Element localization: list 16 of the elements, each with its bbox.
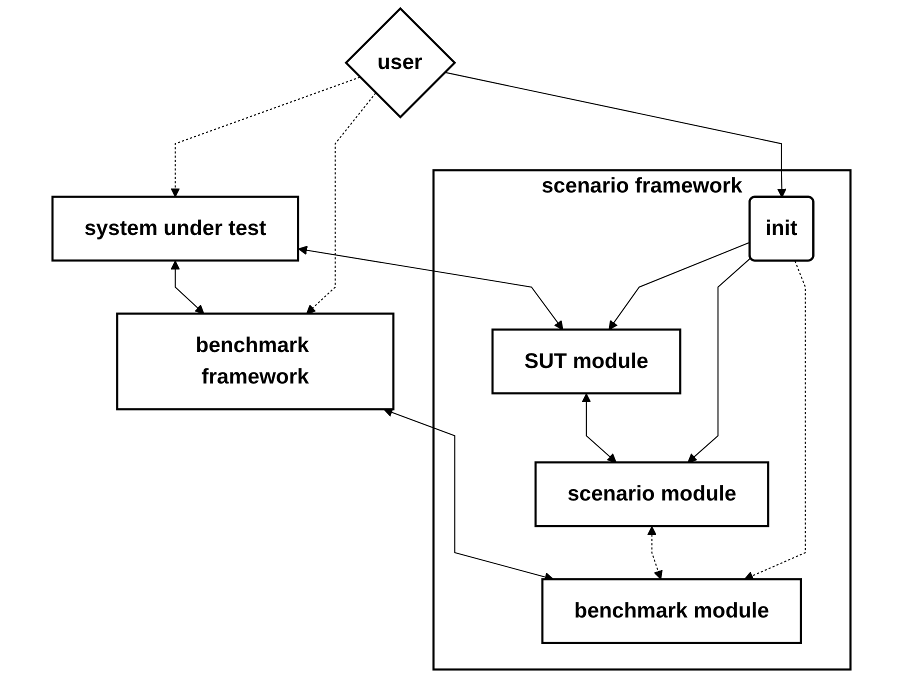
node-box: benchmark module — [541, 578, 802, 644]
arrow — [744, 260, 806, 580]
arrow — [688, 258, 751, 463]
arrow — [306, 92, 376, 314]
arrow — [582, 393, 617, 463]
node-box: scenario module — [534, 461, 770, 528]
arrow — [170, 260, 204, 314]
arrow — [170, 76, 360, 198]
arrow — [608, 242, 750, 330]
arrow — [444, 72, 786, 198]
node-box: SUT module — [491, 328, 682, 394]
arrow — [647, 526, 663, 580]
node-box: benchmark framework — [116, 312, 394, 410]
node-diamond: user — [344, 7, 456, 119]
arrow — [298, 246, 564, 330]
node-box: system under test — [51, 196, 300, 262]
